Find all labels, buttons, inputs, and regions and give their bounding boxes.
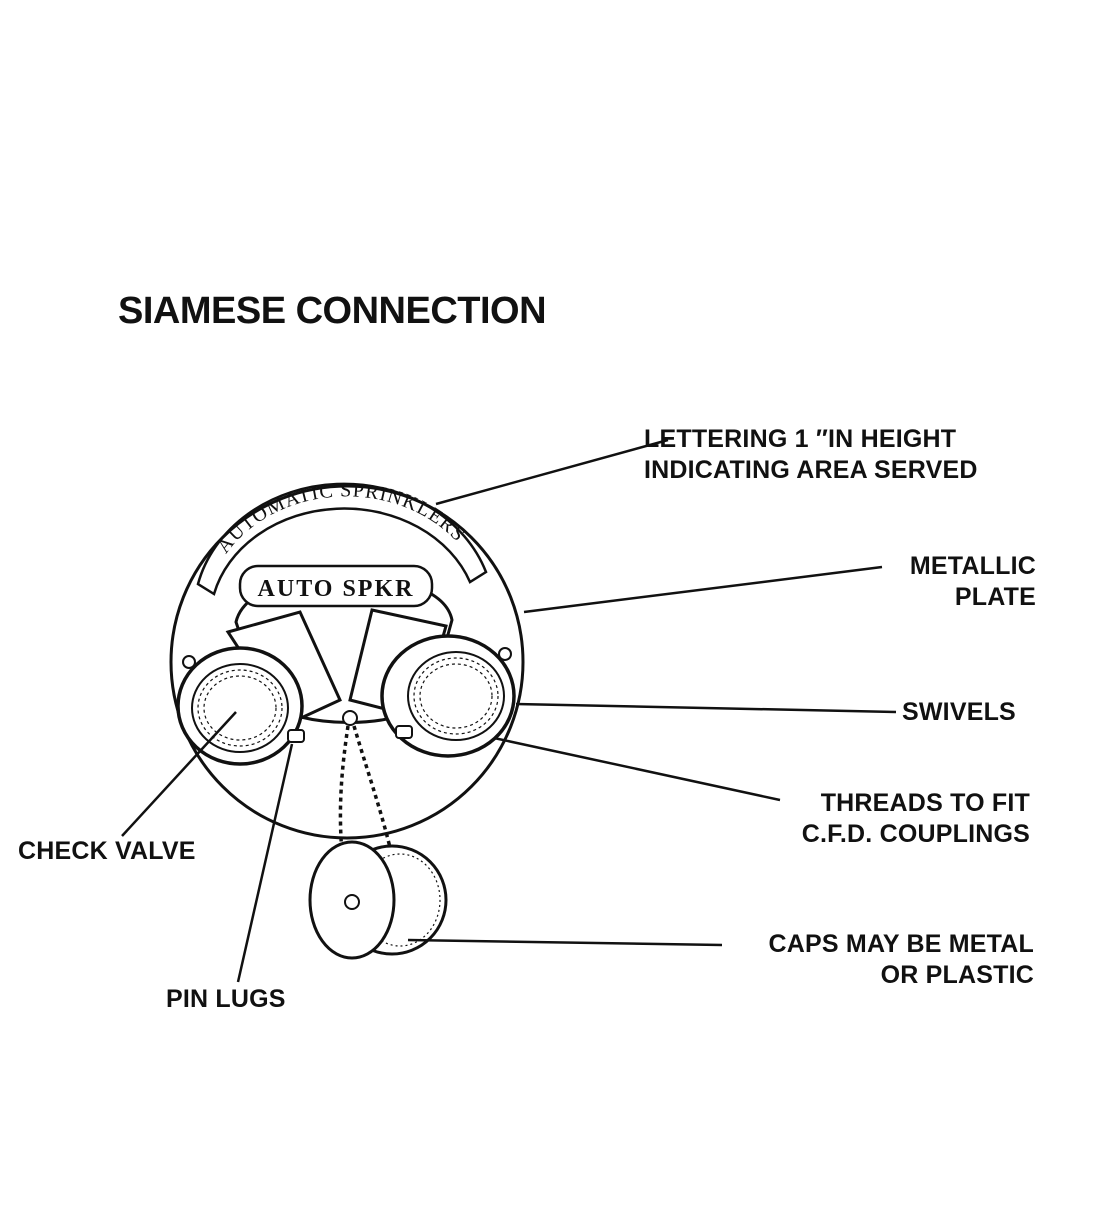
pin-lug-right — [395, 725, 413, 739]
label-lettering: LETTERING 1 ″IN HEIGHT INDICATING AREA S… — [644, 424, 978, 486]
label-threads-line2: C.F.D. COUPLINGS — [801, 820, 1030, 848]
label-plate: METALLIC PLATE — [910, 551, 1036, 613]
center-plaque — [238, 564, 434, 608]
label-threads: THREADS TO FIT C.F.D. COUPLINGS — [802, 788, 1030, 850]
label-pin-lugs: PIN LUGS — [166, 985, 286, 1013]
pin-lug-top-left — [182, 655, 196, 669]
leader-threads — [493, 736, 781, 802]
right-inlet — [380, 634, 516, 758]
chain-left — [338, 725, 350, 901]
pin-lug-left — [287, 729, 305, 743]
leader-swivels — [515, 702, 897, 714]
label-threads-line1: THREADS TO FIT — [820, 789, 1030, 817]
label-lettering-line1: LETTERING 1 ″IN HEIGHT — [644, 425, 957, 453]
left-inlet — [176, 646, 304, 766]
cap-front — [308, 840, 396, 960]
lettering-band — [196, 482, 488, 596]
leader-check-valve — [121, 711, 237, 837]
leader-pin-lugs — [236, 743, 294, 983]
leader-plate — [523, 565, 883, 614]
label-caps: CAPS MAY BE METAL OR PLASTIC — [769, 929, 1034, 991]
chain-ring — [342, 710, 358, 726]
label-lettering-line2: INDICATING AREA SERVED — [644, 456, 978, 484]
page-title: SIAMESE CONNECTION — [118, 290, 547, 332]
label-caps-line2: OR PLASTIC — [880, 961, 1034, 989]
leader-lettering — [435, 438, 669, 506]
label-swivels: SWIVELS — [902, 698, 1016, 726]
label-caps-line1: CAPS MAY BE METAL — [768, 930, 1034, 958]
label-plate-line1: METALLIC — [909, 552, 1036, 580]
label-plate-line2: PLATE — [954, 583, 1036, 611]
plate-center-text: AUTO SPKR — [258, 576, 415, 602]
label-check-valve: CHECK VALVE — [18, 837, 196, 865]
leader-caps — [407, 938, 723, 947]
pin-lug-top-right — [498, 647, 512, 661]
